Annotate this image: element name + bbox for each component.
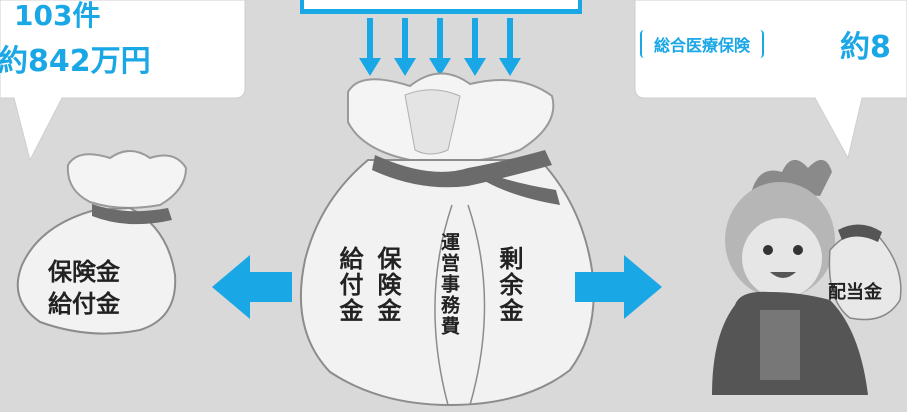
left-speech-bubble	[0, 0, 246, 162]
right-speech-bubble	[634, 0, 907, 160]
claim-amount: 約842万円	[0, 44, 151, 79]
big-bag-admin-cost: 運営事務費	[438, 232, 460, 337]
right-arrow-icon	[575, 255, 662, 319]
big-bag-insurance: 保険金	[373, 246, 401, 324]
dividend-amount-prefix: 約8	[840, 30, 891, 65]
money-bag-icon	[299, 72, 595, 407]
money-bag-icon	[16, 150, 188, 335]
small-bag-label-line2: 給付金	[48, 290, 120, 318]
down-arrow-icon	[359, 18, 521, 76]
big-bag-benefits: 給付金	[335, 246, 363, 324]
insurance-category: 総合医療保険	[640, 30, 765, 58]
small-bag-label-line1: 保険金	[48, 258, 120, 286]
character-icon	[712, 159, 902, 395]
dividend-bag-label: 配当金	[828, 282, 882, 303]
big-bag-surplus: 剰余金	[495, 246, 523, 324]
claim-count: 103件	[14, 0, 101, 32]
left-arrow-icon	[212, 255, 292, 319]
